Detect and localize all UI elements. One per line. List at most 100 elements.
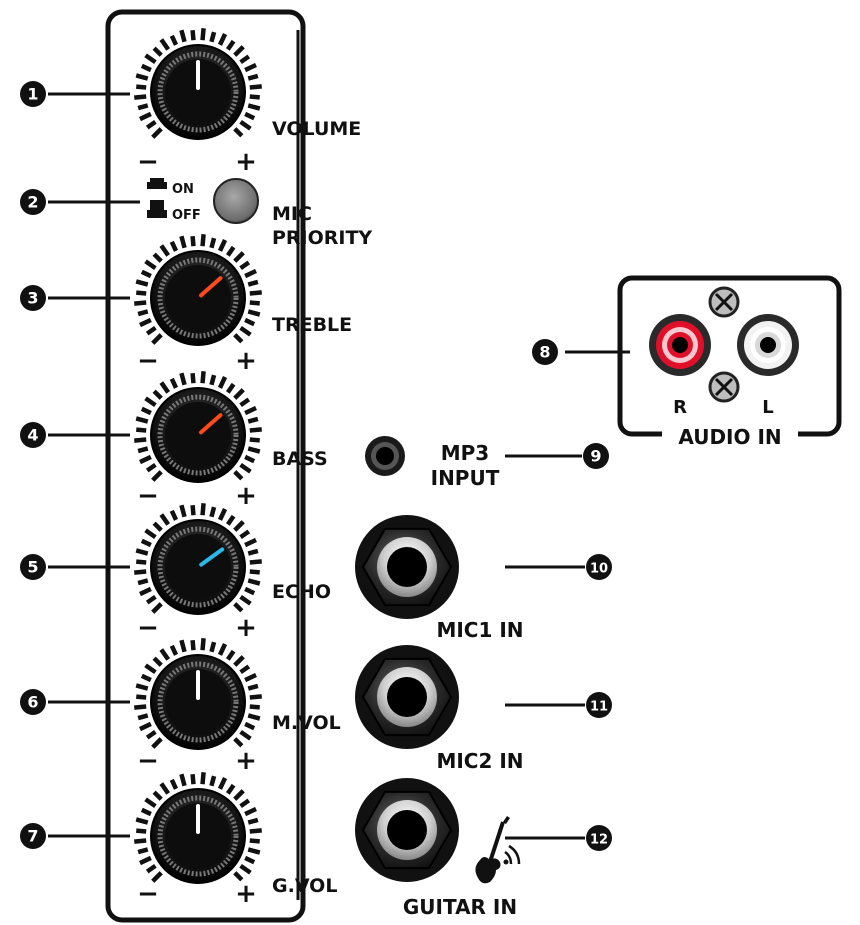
knob-tick (179, 773, 187, 787)
echo-knob[interactable] (134, 503, 262, 615)
svg-text:2: 2 (27, 193, 38, 212)
knob-tick (244, 537, 257, 548)
bass-knob[interactable] (134, 371, 262, 483)
knob-tick (190, 505, 196, 516)
left-panel-outline (105, 9, 306, 923)
knob-tick (135, 279, 149, 287)
rca-left-jack[interactable] (737, 314, 799, 376)
guitar-in-label: GUITAR IN (403, 895, 517, 919)
callout-10-badge: 10 (586, 554, 612, 580)
plus-label: + (235, 481, 257, 511)
knob-tick (244, 721, 256, 731)
knob-tick (233, 520, 245, 532)
mic-priority-button[interactable] (213, 178, 259, 224)
knob-tick (225, 783, 236, 795)
guitar-jack[interactable] (355, 778, 459, 882)
knob-tick (244, 806, 257, 817)
mvol-knob[interactable] (134, 638, 262, 750)
knob-tick (233, 737, 244, 748)
knob-tick (151, 127, 163, 139)
knob-tick (179, 639, 187, 653)
mic2-in-label: MIC2 IN (436, 749, 523, 773)
knob-tick (136, 828, 147, 834)
knob-tick (233, 45, 245, 57)
knob-tick (144, 259, 157, 271)
screw-icon-top (708, 286, 740, 318)
callout-6-badge: 6 (20, 689, 46, 715)
knob-tick (233, 871, 244, 882)
bass-label: BASS (272, 448, 328, 470)
switch-off-icon (147, 210, 167, 218)
knob-tick (247, 713, 261, 721)
knob-tick (145, 729, 157, 740)
knob-tick (139, 855, 152, 866)
knob-tick (233, 655, 245, 667)
callout-12-badge: 12 (586, 825, 612, 851)
knob-tick (151, 737, 163, 749)
knob-tick (134, 569, 147, 575)
knob-tick (249, 569, 260, 575)
callout-9-badge: 9 (583, 443, 609, 469)
knob-tick (137, 713, 149, 721)
knob-tick (169, 377, 179, 389)
treble-knob[interactable] (134, 234, 262, 346)
mic-priority-label-2: PRIORITY (272, 227, 372, 249)
knob-tick (225, 649, 236, 661)
knob-tick (151, 333, 163, 345)
svg-text:5: 5 (27, 558, 38, 577)
knob-tick (190, 373, 196, 384)
mp3-input-jack[interactable] (365, 436, 405, 476)
callout-3-badge: 3 (20, 285, 46, 311)
knob-tick (152, 790, 163, 801)
knob-tick (247, 279, 259, 287)
knob-tick (144, 663, 157, 675)
knob-tick (134, 437, 147, 443)
knob-tick (139, 721, 152, 732)
knob-tick (239, 664, 251, 675)
knob-grip (157, 394, 239, 476)
knob-tick (135, 548, 149, 556)
gvol-knob[interactable] (134, 772, 262, 884)
mic-priority-label-1: MIC (272, 203, 312, 225)
knob-grip (157, 795, 239, 877)
plus-label: + (235, 613, 257, 643)
knob-tick (159, 381, 171, 394)
knob-tick (209, 237, 217, 249)
rca-right-jack[interactable] (649, 314, 711, 376)
knob-tick (249, 300, 260, 306)
mic-priority-switch[interactable]: ON OFF (147, 178, 259, 224)
minus-label: − (137, 147, 159, 177)
svg-text:6: 6 (27, 693, 38, 712)
plus-label: + (235, 879, 257, 909)
knob-tick (244, 268, 257, 279)
svg-text:8: 8 (539, 343, 550, 362)
knob-tick (136, 290, 147, 296)
knob-tick (152, 389, 163, 400)
volume-knob[interactable] (134, 28, 262, 140)
callout-2-badge: 2 (20, 189, 46, 215)
knob-pointer (199, 276, 223, 298)
knob-tick (200, 28, 206, 41)
knob-tick (144, 797, 157, 809)
knob-tick (244, 454, 256, 464)
knob-tick (137, 847, 149, 855)
mic2-jack[interactable] (355, 645, 459, 749)
knob-tick (140, 673, 152, 683)
knob-tick (135, 683, 149, 691)
knob-tick (200, 503, 206, 516)
knob-tick (249, 559, 262, 565)
minus-label: − (137, 879, 159, 909)
knob-tick (247, 73, 259, 81)
knob-tick (145, 594, 157, 605)
knob-tick (139, 586, 152, 597)
knob-tick (190, 30, 196, 41)
knob-tick (151, 871, 163, 883)
knob-tick (200, 772, 206, 785)
mic1-jack[interactable] (355, 515, 459, 619)
knob-tick (135, 817, 149, 825)
audio-in-label: AUDIO IN (678, 425, 781, 449)
audio-in-panel: AUDIO IN R L (617, 275, 842, 449)
knob-tick (233, 602, 244, 613)
jack-hole (387, 547, 427, 587)
